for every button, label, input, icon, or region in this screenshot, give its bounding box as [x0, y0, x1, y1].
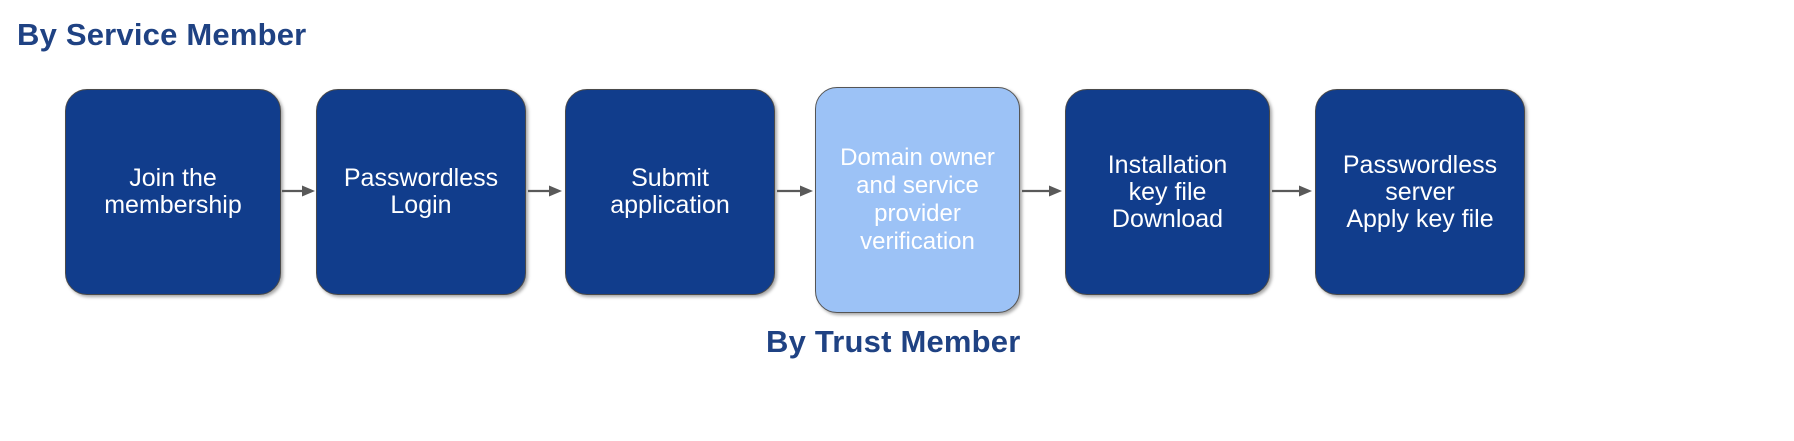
flow-node-label: Join the membership: [104, 164, 242, 219]
arrow-right-icon-4: [1022, 184, 1062, 198]
arrow-right-icon-1: [282, 184, 315, 198]
arrow-right-icon-5: [1272, 184, 1312, 198]
flow-node-label: Domain owner and service provider verifi…: [840, 144, 995, 255]
flow-node-step-5[interactable]: Installation key file Download: [1065, 89, 1270, 295]
arrow-right-icon-3: [777, 184, 813, 198]
flow-node-step-3[interactable]: Submit application: [565, 89, 775, 295]
section-title-trust-member: By Trust Member: [766, 324, 1021, 359]
flow-node-step-1[interactable]: Join the membership: [65, 89, 281, 295]
flow-node-step-4[interactable]: Domain owner and service provider verifi…: [815, 87, 1020, 313]
flow-node-step-6[interactable]: Passwordless server Apply key file: [1315, 89, 1525, 295]
flow-node-label: Passwordless server Apply key file: [1342, 150, 1498, 233]
arrow-right-icon-2: [528, 184, 562, 198]
flow-node-label: Passwordless Login: [343, 164, 499, 219]
flow-node-label: Submit application: [610, 164, 730, 219]
section-title-service-member: By Service Member: [17, 17, 307, 52]
flow-node-label: Installation key file Download: [1107, 150, 1228, 233]
flow-node-step-2[interactable]: Passwordless Login: [316, 89, 526, 295]
